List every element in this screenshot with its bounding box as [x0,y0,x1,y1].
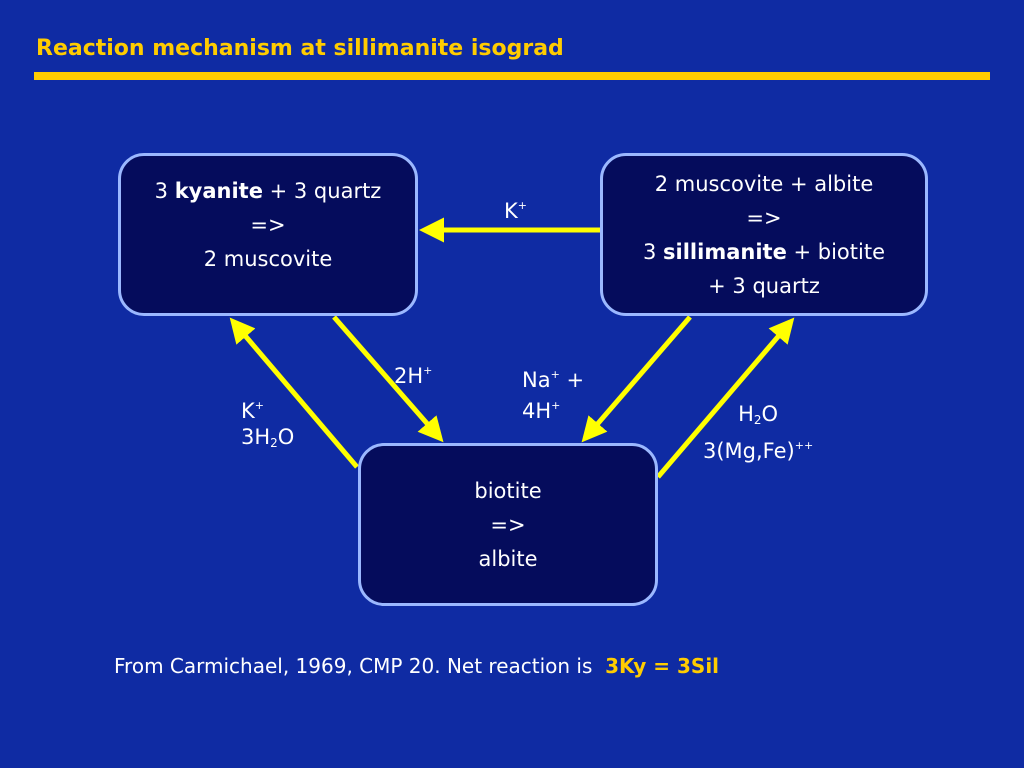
charge: ++ [794,439,814,452]
arrow-bottom-to-right [656,317,795,479]
box-line: albite [478,546,538,571]
ion: 2H [394,364,424,388]
reaction-box-biotite: biotite => albite [358,443,658,606]
box-line: => [250,212,286,237]
text: + biotite [786,239,885,264]
text: O [277,425,295,449]
ion: Na [522,368,551,392]
arrow-right-to-bottom [581,315,692,443]
text: 3H [241,425,271,449]
charge: + [517,199,527,212]
label-right-up-arrow: H2O 3(Mg,Fe)++ [703,401,813,464]
charge: + [423,364,433,377]
label-top-arrow: K+ [504,193,527,224]
arrow-left-to-bottom [332,315,444,443]
box-line: 3 kyanite + 3 quartz [155,174,382,208]
box-line: + 3 quartz [708,273,820,298]
arrow-bottom-to-left [229,317,359,469]
box-line: 2 muscovite + albite [654,171,874,196]
text: O [761,402,779,426]
citation-text: From Carmichael, 1969, CMP 20. Net react… [114,654,593,678]
text: H [738,402,754,426]
text: 3 [642,239,664,264]
mineral-sillimanite: sillimanite [663,239,787,264]
text: + [559,368,585,392]
charge: + [550,368,560,381]
reaction-box-sillimanite: 2 muscovite + albite => 3 sillimanite + … [600,153,928,316]
charge: + [551,399,561,412]
subscript: 2 [270,436,278,450]
text: + 3 quartz [262,178,382,203]
text: 3 [154,178,175,203]
box-line: => [746,205,782,230]
ion: 4H [522,399,552,423]
box-line: biotite [474,478,542,503]
label-right-down-arrow: Na+ + 4H+ [522,362,584,424]
box-line: 2 muscovite [203,246,333,271]
slide-title: Reaction mechanism at sillimanite isogra… [36,36,564,61]
reaction-box-kyanite: 3 kyanite + 3 quartz => 2 muscovite [118,153,418,316]
title-underline [34,72,990,80]
mineral-kyanite: kyanite [174,178,263,203]
footer-citation: From Carmichael, 1969, CMP 20. Net react… [114,654,719,678]
subscript: 2 [753,413,762,427]
ion: 3(Mg,Fe) [703,439,795,463]
ion: K [241,399,255,423]
label-left-down-arrow: 2H+ [394,358,432,389]
box-line: 3 sillimanite + biotite [643,235,885,269]
box-line: => [490,512,526,537]
charge: + [254,399,264,412]
net-reaction: 3Ky = 3Sil [605,654,720,678]
label-left-up-arrow: K+ 3H2O [241,393,294,456]
ion: K [504,199,518,223]
